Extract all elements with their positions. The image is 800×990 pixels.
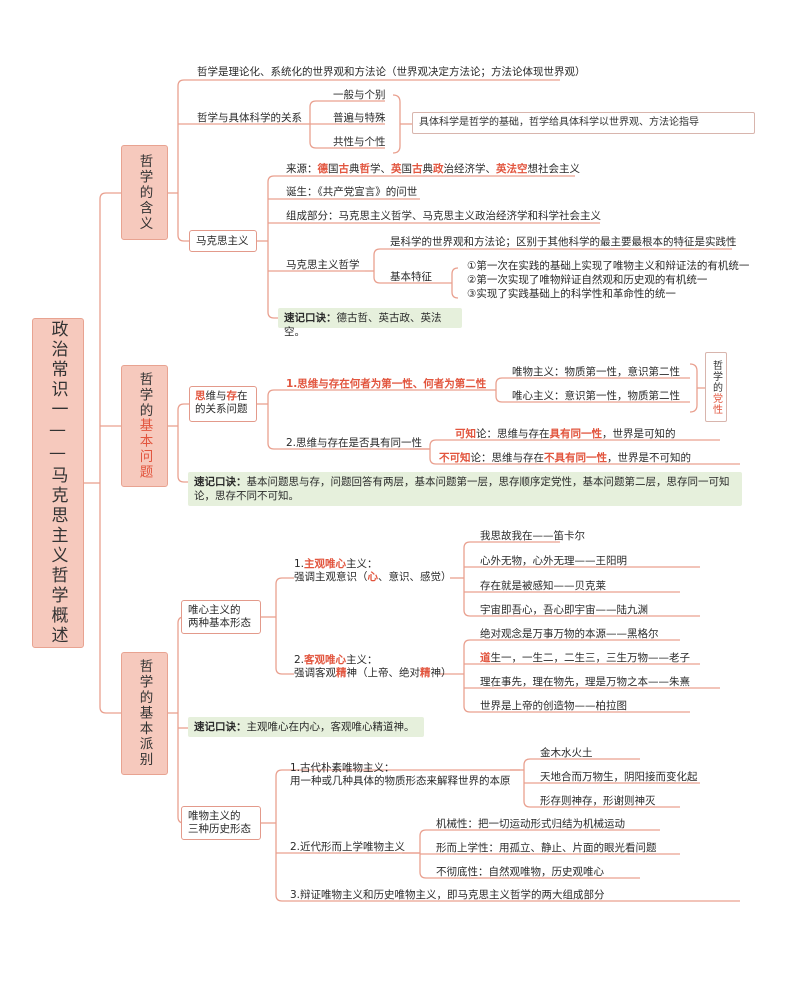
dialectical-materialism: 3.辩证唯物主义和历史唯物主义，即马克思主义哲学的两大组成部分 (290, 889, 605, 901)
memo-s2: 速记口诀：基本问题思与存，问题回答有两层，基本问题第一层，思存顺序定党性，基本问… (188, 472, 742, 506)
feature-item: ①第一次在实践的基础上实现了唯物主义和辩证法的有机统一 (467, 260, 750, 272)
relation-connector (309, 141, 385, 149)
idealism-answer: 唯心主义：意识第一性，物质第二性 (512, 390, 680, 402)
memo-s3: 速记口诀：主观唯心在内心，客观唯心精道神。 (188, 717, 424, 737)
philosophy-definition: 哲学是理论化、系统化的世界观和方法论（世界观决定方法论；方法论体现世界观） (197, 66, 586, 78)
s2-connector (177, 403, 189, 411)
s2q-connector (267, 389, 478, 397)
features-bracket (451, 267, 459, 299)
subjective-idealism: 1.主观唯心主义：强调主观意识（心、意识、感觉） (294, 558, 452, 583)
root-title: 政治常识一——马克思主义哲学概述 (32, 318, 84, 648)
idealism-connector (275, 667, 294, 675)
relation-item: 普遍与特殊 (333, 112, 386, 124)
objective-example: 绝对观念是万事万物的本源——黑格尔 (480, 628, 659, 640)
section-basic-question: 哲学的基本问题 (121, 365, 168, 487)
section-schools: 哲学的基本派别 (121, 652, 168, 775)
idealism-forms-node: 唯心主义的两种基本形态 (181, 600, 261, 634)
subjective-example: 我思故我在——笛卡尔 (480, 530, 585, 542)
q2-connector (429, 439, 720, 447)
materialism-connector (275, 894, 740, 902)
objective-connector (463, 639, 680, 647)
subjective-example: 心外无物，心外无理——王阳明 (480, 555, 627, 567)
objective-example: 理在事先，理在物先，理是万物之本——朱熹 (480, 676, 690, 688)
q1-connector (495, 395, 690, 403)
materialism-connector (275, 769, 520, 777)
mphil-connector (373, 276, 430, 284)
marxist-philosophy-nature: 是科学的世界观和方法论；区别于其他科学的最主要最根本的特征是实践性 (390, 236, 737, 248)
party-bracket (689, 363, 698, 413)
objective-connector (463, 705, 690, 713)
objective-example: 世界是上帝的创造物——柏拉图 (480, 700, 627, 712)
question-identity: 2.思维与存在是否具有同一性 (286, 437, 423, 449)
marxism-connector (267, 175, 575, 183)
mphil-connector (373, 248, 732, 256)
relation-label: 哲学与具体科学的关系 (197, 112, 302, 124)
q1-connector (495, 377, 690, 385)
subjective-connector (463, 541, 560, 549)
unknowable-theory: 不可知论：思维与存在不具有同一性，世界是不可知的 (439, 452, 691, 464)
note-bracket (392, 94, 401, 154)
question-primacy: 1.思维与存在何者为第一性、何者为第二性 (286, 378, 487, 390)
ancient-connector (523, 800, 680, 808)
modern-connector (419, 829, 660, 837)
materialism-answer: 唯物主义：物质第一性，意识第二性 (512, 366, 680, 378)
s2q-connector (267, 442, 430, 450)
subjective-connector (463, 609, 700, 617)
relation-item: 共性与个性 (333, 136, 386, 148)
feature-item: ③实现了实践基础上的科学性和革命性的统一 (467, 288, 676, 300)
modern-materialism: 2.近代形而上学唯物主义 (290, 841, 406, 853)
relation-note: 具体科学是哲学的基础，哲学给具体科学以世界观、方法论指导 (412, 112, 755, 134)
s2-connector (177, 475, 188, 483)
subjective-example: 宇宙即吾心，吾心即宇宙——陆九渊 (480, 604, 648, 616)
party-spirit-note: 哲学的党性 (705, 352, 727, 422)
marxism-birth: 诞生：《共产党宣言》的问世 (286, 186, 418, 198)
feature-item: ②第一次实现了唯物辩证自然观和历史观的有机统一 (467, 274, 708, 286)
relation-connector (309, 100, 385, 108)
marxism-connector (267, 311, 278, 319)
q2-connector (429, 457, 740, 465)
section-meaning: 哲学的含义 (121, 145, 168, 240)
modern-feature: 不彻底性：自然观唯物，历史观唯心 (436, 866, 604, 878)
memo-s1: 速记口诀：德古哲、英古政、英法空。 (278, 308, 462, 338)
features-label: 基本特征 (390, 271, 432, 283)
s1-connector (177, 79, 560, 87)
root-connector (99, 706, 121, 714)
ancient-materialism: 1.古代朴素唯物主义：用一种或几种具体的物质形态来解释世界的本原 (290, 762, 511, 787)
ancient-example: 金木水火土 (540, 747, 593, 759)
marxism-node: 马克思主义 (189, 230, 257, 252)
modern-connector (419, 871, 640, 879)
marxism-source: 来源：德国古典哲学、英国古典政治经济学、英法空想社会主义 (286, 163, 580, 175)
ancient-connector (523, 758, 640, 766)
modern-feature: 机械性：把一切运动形式归结为机械运动 (436, 818, 625, 830)
marxism-components: 组成部分：马克思主义哲学、马克思主义政治经济学和科学社会主义 (286, 210, 601, 222)
ancient-example: 天地合而万物生，阴阳接而变化起 (540, 771, 698, 783)
objective-idealism: 2.客观唯心主义：强调客观精神（上帝、绝对精神） (294, 654, 452, 679)
marxist-philosophy-label: 马克思主义哲学 (286, 259, 360, 271)
thinking-existence-node: 思维与存在的关系问题 (189, 386, 257, 422)
s1-connector (177, 234, 189, 242)
modern-feature: 形而上学性：用孤立、静止、片面的眼光看问题 (436, 842, 657, 854)
idealism-connector (275, 577, 294, 585)
ancient-example: 形存则神存，形谢则神灭 (540, 795, 656, 807)
root-connector (99, 192, 121, 200)
knowable-theory: 可知论：思维与存在具有同一性，世界是可知的 (455, 428, 676, 440)
relation-item: 一般与个别 (333, 89, 386, 101)
objective-example-dao: 道生一，一生二，二生三，三生万物——老子 (480, 652, 690, 664)
subjective-example: 存在就是被感知——贝克莱 (480, 580, 606, 592)
materialism-forms-node: 唯物主义的三种历史形态 (181, 806, 261, 840)
